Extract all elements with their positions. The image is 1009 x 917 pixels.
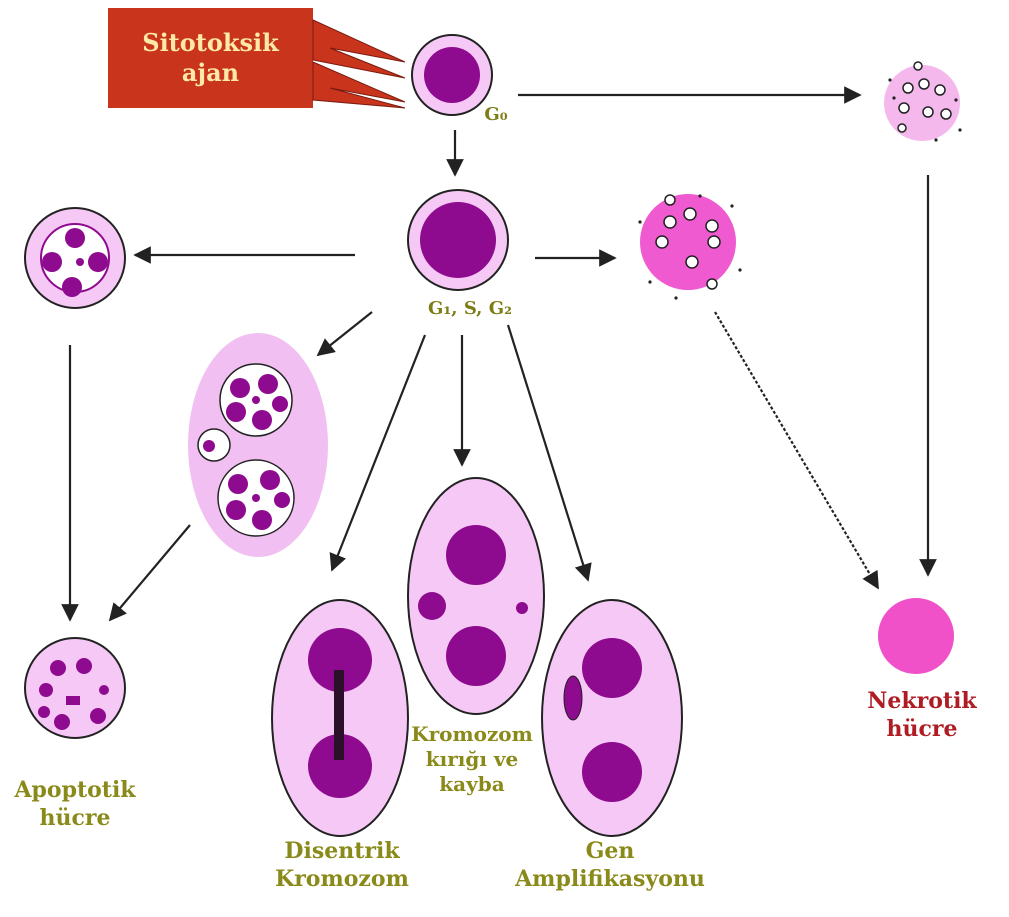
necrotic-label: Nekrotik hücre (862, 688, 982, 743)
dicentric-label: Disentrik Kromozom (262, 838, 422, 893)
swelling-cell (638, 194, 741, 300)
cycle-phase-label: G₁, S, G₂ (400, 298, 540, 321)
necrosis-start-cell (884, 62, 962, 142)
lightning-icon (313, 20, 405, 108)
cycling-cell (408, 190, 508, 290)
early-apoptotic-cell (25, 208, 125, 308)
chromosome-break-label: Kromozom kırığı ve kayba (406, 722, 538, 797)
apoptotic-cell (25, 638, 125, 738)
fragmenting-cell (188, 333, 328, 557)
dicentric-cell (272, 600, 408, 836)
necrotic-cell (878, 598, 954, 674)
arrow-swelling-to-necrotic (715, 312, 878, 588)
g0-label: G₀ (476, 104, 516, 127)
gene-amplification-cell (542, 600, 682, 836)
arrow-fragmenting-to-apoptotic (110, 525, 190, 620)
g0-cell (412, 35, 492, 115)
gene-amplification-label: Gen Amplifikasyonu (500, 838, 720, 893)
arrow-cycle-to-dicentric (332, 335, 425, 570)
arrow-cycle-to-fragmenting (318, 312, 372, 355)
chromosome-break-cell (408, 478, 544, 714)
apoptotic-label: Apoptotik hücre (0, 777, 150, 832)
